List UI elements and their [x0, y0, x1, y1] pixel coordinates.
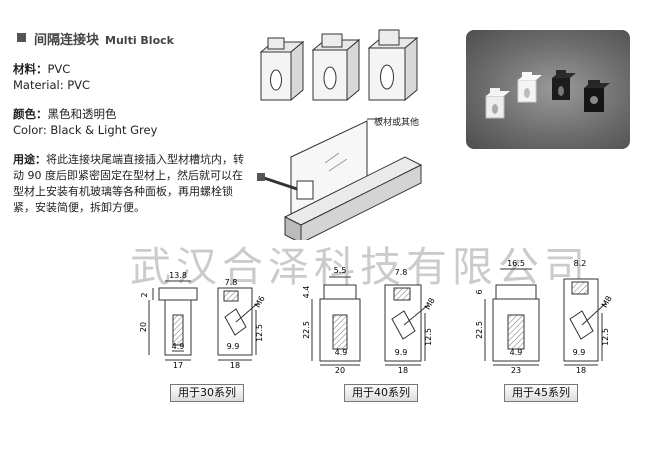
panel-callout-label: 板材或其他	[374, 118, 420, 128]
dim-top: 13.8	[169, 271, 187, 280]
dim-width: 18	[398, 366, 408, 375]
color-cn: 颜色：黑色和透明色	[13, 107, 117, 121]
dim-left-small: 2	[140, 292, 149, 297]
dim-width: 20	[335, 366, 345, 375]
dim-top: 16.5	[507, 259, 525, 268]
block-large	[367, 29, 419, 102]
dim-width: 23	[511, 366, 521, 375]
title-en: Multi Block	[105, 34, 174, 47]
dim-height: 12.5	[255, 324, 264, 342]
dim-inner: 9.9	[573, 348, 586, 357]
series-label-45: 用于45系列	[504, 384, 578, 402]
dim-height: 12.5	[424, 328, 433, 346]
dim-width: 17	[173, 361, 183, 370]
dim-left-small: 6	[475, 289, 484, 294]
dim-height: 12.5	[601, 328, 610, 346]
drawing-40-series: 5.5 4.4 22.5 4.9 20 7.8 M8 12.5 9.9 18	[302, 266, 437, 375]
dim-height: 22.5	[475, 321, 484, 339]
block-small	[259, 37, 305, 102]
front-view: 5.5 4.4 22.5 4.9 20	[302, 266, 361, 375]
series-label-40: 用于40系列	[344, 384, 418, 402]
dim-thread: M8	[600, 294, 614, 309]
drawing-30-series: 13.8 2 20 4.9 17 7.8 M6 12.5 9.9 18	[139, 271, 267, 370]
block-medium	[311, 33, 361, 102]
front-view: 16.5 6 22.5 4.9 23	[475, 259, 540, 375]
dim-top: 5.5	[334, 266, 347, 275]
side-view: 8.2 M8 12.5 9.9 18	[563, 259, 614, 375]
dim-height: 22.5	[302, 321, 311, 339]
dim-inner: 9.9	[395, 348, 408, 357]
dim-thread: M6	[253, 294, 267, 309]
dim-inner: 4.9	[510, 348, 523, 357]
connector-block	[296, 180, 314, 200]
product-photo	[466, 30, 630, 149]
section-bullet	[17, 33, 26, 42]
color-en: Color: Black & Light Grey	[13, 123, 158, 137]
dim-width: 18	[576, 366, 586, 375]
dim-thread: M8	[423, 296, 437, 311]
side-view: 7.8 M6 12.5 9.9 18	[217, 278, 267, 370]
dim-top: 8.2	[574, 259, 587, 268]
title-cn: 间隔连接块	[34, 33, 100, 48]
series-label-30: 用于30系列	[170, 384, 244, 402]
company-watermark: 武汉合泽科技有限公司	[130, 243, 590, 291]
usage-text: 用途：将此连接块尾端直接插入型材槽坑内，转动 90 度后即紧密固定在型材上，然后…	[13, 153, 244, 214]
dim-height: 20	[139, 322, 148, 332]
side-view: 7.8 M8 12.5 9.9 18	[384, 268, 437, 375]
material-en: Material: PVC	[13, 78, 91, 92]
dim-top: 7.8	[395, 268, 408, 277]
bolt	[260, 175, 298, 191]
front-view: 13.8 2 20 4.9 17	[139, 271, 198, 370]
material-cn: 材料：PVC	[13, 62, 71, 76]
dim-inner: 9.9	[227, 342, 240, 351]
dim-width: 18	[230, 361, 240, 370]
section-title: 间隔连接块 Multi Block	[34, 29, 174, 48]
dim-inner: 4.9	[335, 348, 348, 357]
dim-left-small: 4.4	[302, 286, 311, 299]
dim-inner: 4.9	[172, 342, 185, 351]
dim-top: 7.8	[225, 278, 238, 287]
product-blocks-illustration	[259, 29, 419, 102]
assembly-illustration	[257, 118, 423, 240]
drawing-45-series: 16.5 6 22.5 4.9 23 8.2 M8 12.5 9.9 18	[475, 259, 614, 375]
product-photo-parts	[485, 70, 610, 119]
technical-drawings: 13.8 2 20 4.9 17 7.8 M6 12.5 9.9 18	[139, 259, 614, 375]
